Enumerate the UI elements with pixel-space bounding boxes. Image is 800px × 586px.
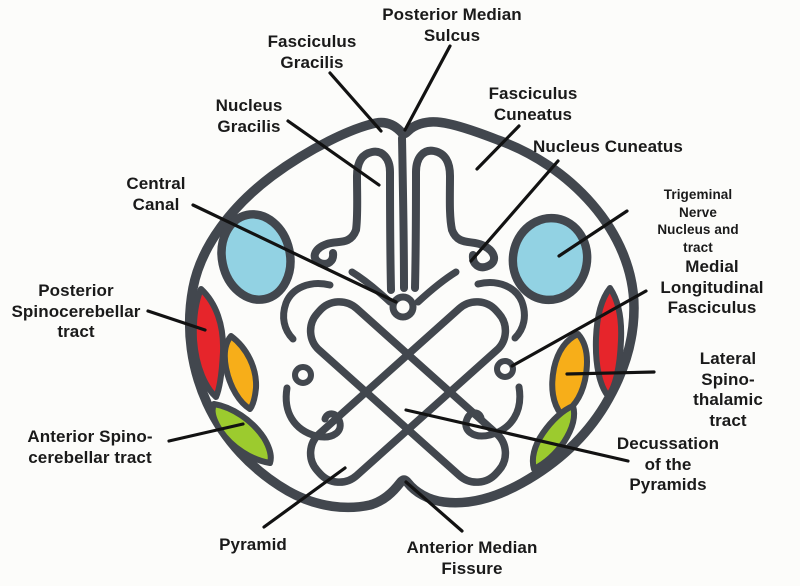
label-decussation: Decussation of the Pyramids	[616, 434, 720, 495]
posterior-spinocerebellar-region-left	[190, 286, 227, 400]
pyramid-band-left-to-right	[306, 298, 510, 486]
leader-posterior-spinocerebellar	[146, 309, 207, 332]
label-medial-longitudinal-fasciculus: Medial Longitudinal Fasciculus	[660, 257, 764, 318]
leader-nucleus-cuneatus	[469, 159, 560, 263]
leader-decussation	[404, 408, 630, 463]
label-anterior-spinocerebellar: Anterior Spino- cerebellar tract	[27, 427, 153, 467]
leader-lateral-spinothalamic	[565, 370, 656, 376]
label-trigeminal: Trigeminal Nerve Nucleus and tract	[657, 187, 739, 255]
leader-trigeminal	[557, 209, 629, 258]
trigeminal-region-right	[508, 213, 592, 305]
label-fasciculus-cuneatus: Fasciculus Cuneatus	[488, 84, 578, 124]
ventral-horn-hook-left	[282, 384, 344, 441]
lateral-spinothalamic-region-left	[221, 333, 260, 412]
gracile-lobe-right	[411, 146, 499, 292]
label-pyramid: Pyramid	[219, 535, 287, 554]
leader-pyramid	[262, 466, 347, 529]
leader-posterior-median-sulcus	[403, 44, 452, 132]
label-fasciculus-gracilis: Fasciculus Gracilis	[267, 32, 357, 72]
leader-nucleus-gracilis	[286, 119, 381, 187]
mlf-dot-left	[292, 364, 314, 386]
ventral-horn-arc-right	[474, 279, 528, 342]
leader-mlf	[510, 289, 648, 368]
anterior-spinocerebellar-region-left	[209, 401, 274, 466]
leader-central-canal	[191, 203, 398, 304]
anterior-spinocerebellar-region-right	[529, 403, 578, 472]
label-lateral-spinothalamic: Lateral Spino- thalamic tract	[693, 349, 763, 431]
label-nucleus-cuneatus: Nucleus Cuneatus	[533, 137, 683, 156]
label-nucleus-gracilis: Nucleus Gracilis	[215, 96, 283, 136]
pyramid-band-right-to-left	[306, 298, 510, 486]
label-posterior-spinocerebellar: Posterior Spinocerebellar tract	[11, 281, 141, 342]
label-posterior-median-sulcus: Posterior Median Sulcus	[382, 5, 522, 45]
mlf-dot-right	[494, 358, 516, 380]
leader-anterior-spinocerebellar	[167, 422, 245, 443]
gray-matter-link-right	[414, 268, 460, 306]
label-anterior-median-fissure: Anterior Median Fissure	[406, 538, 538, 578]
leader-fasciculus-gracilis	[328, 71, 383, 133]
label-central-canal: Central Canal	[126, 174, 186, 214]
posterior-median-septum	[398, 134, 408, 292]
leader-anterior-median-fissure	[404, 480, 464, 533]
gracile-lobe-left	[310, 147, 395, 294]
central-canal-circle	[389, 293, 417, 321]
ventral-horn-hook-right	[462, 383, 524, 440]
posterior-spinocerebellar-region-right	[592, 285, 625, 399]
leader-fasciculus-cuneatus	[475, 124, 521, 171]
ventral-horn-arc-left	[280, 280, 334, 343]
